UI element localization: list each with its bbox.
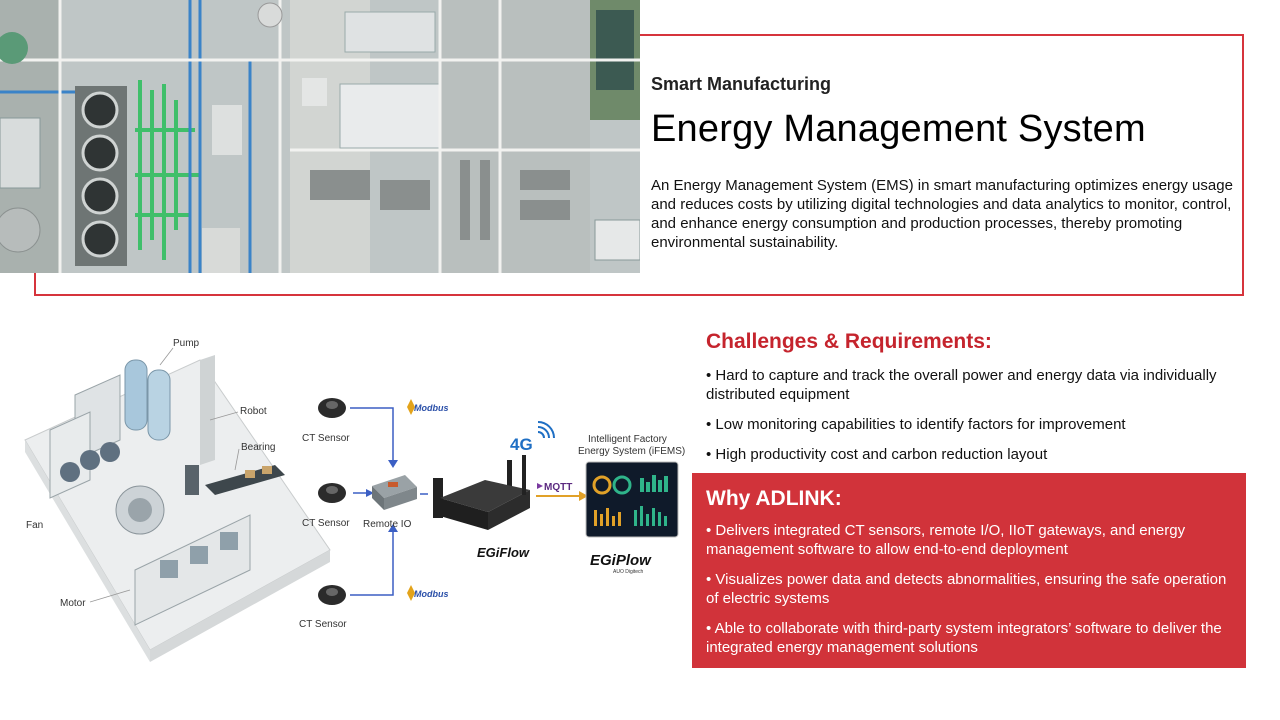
mqtt-label: MQTT: [544, 482, 572, 493]
section-subtitle: Smart Manufacturing: [651, 74, 832, 94]
page-title: Energy Management System: [651, 108, 1146, 150]
signal-icon: [537, 421, 555, 439]
label-fan: Fan: [26, 520, 43, 531]
ct-sensor-label-1: CT Sensor: [302, 433, 350, 444]
challenges-section: Challenges & Requirements: • Hard to cap…: [706, 330, 1246, 475]
ct-sensor-icon: [318, 398, 346, 418]
challenge-item: • Hard to capture and track the overall …: [706, 367, 1217, 403]
label-bearing: Bearing: [241, 442, 275, 453]
why-item: • Visualizes power data and detects abno…: [706, 571, 1227, 607]
ct-sensor-label-2: CT Sensor: [302, 518, 350, 529]
modbus-logo-icon: Modbus: [407, 585, 449, 601]
intro-paragraph: An Energy Management System (EMS) in sma…: [651, 177, 1233, 251]
modbus-label-1: Modbus: [414, 403, 449, 413]
ifems-dashboard-icon: [585, 461, 679, 538]
ems-architecture-diagram: Pump Robot Bearing Fan Motor CT Sensor C…: [10, 320, 690, 700]
ct-sensor-icon: [318, 483, 346, 503]
iiot-gateway-icon: [433, 455, 530, 530]
ct-sensor-icon: [318, 585, 346, 605]
why-item: • Delivers integrated CT sensors, remote…: [706, 522, 1186, 558]
label-robot: Robot: [240, 406, 267, 417]
ifems-title-line1: Intelligent Factory: [588, 434, 667, 445]
challenge-item: • Low monitoring capabilities to identif…: [706, 416, 1126, 433]
factory-illustration: [24, 355, 331, 662]
network-4g-label: 4G: [510, 435, 533, 454]
industrial-plant-aerial-photo: [0, 0, 640, 273]
why-item: • Able to collaborate with third-party s…: [706, 620, 1222, 656]
ifems-sub-label: AUO Digitech: [613, 569, 644, 575]
label-pump: Pump: [173, 338, 200, 349]
remote-io-icon: [372, 475, 417, 510]
ifems-title-line2: Energy System (iFEMS): [578, 446, 685, 457]
ifems-brand-label: EGiPlow: [590, 552, 652, 569]
label-motor: Motor: [60, 598, 86, 609]
modbus-logo-icon: Modbus: [407, 399, 449, 415]
why-heading: Why ADLINK:: [706, 487, 842, 510]
challenge-item: • High productivity cost and carbon redu…: [706, 446, 1048, 463]
ct-sensor-label-3: CT Sensor: [299, 619, 347, 630]
challenges-heading: Challenges & Requirements:: [706, 330, 992, 353]
gateway-brand-label: EGiFlow: [477, 545, 530, 560]
why-adlink-panel: Why ADLINK: • Delivers integrated CT sen…: [692, 473, 1246, 668]
remote-io-label: Remote IO: [363, 519, 412, 530]
modbus-label-2: Modbus: [414, 589, 449, 599]
